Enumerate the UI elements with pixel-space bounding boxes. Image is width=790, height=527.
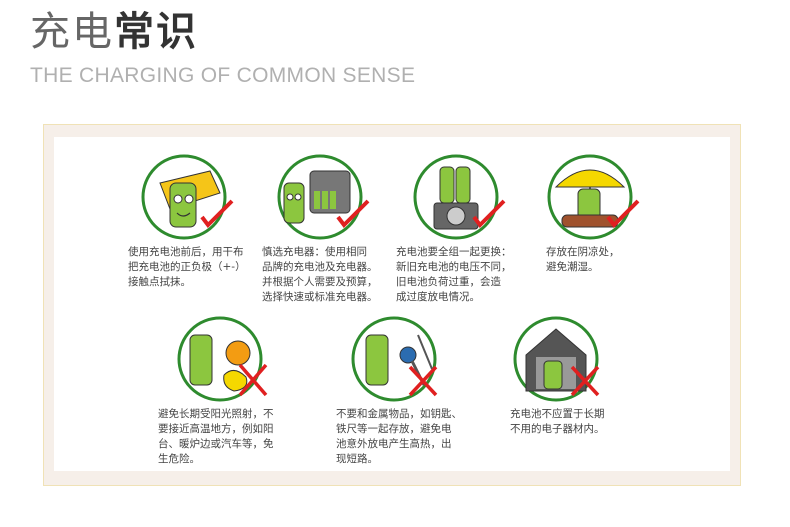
tip-text-idle: 充电池不应置于长期 不用的电子器材内。 [510,408,605,435]
tip-text-charger: 慎选充电器：使用相同 品牌的充电池及充电器。 并根据个人需要及预算， 选择快速或… [262,246,378,303]
battery-wipe-cloth-icon [141,154,234,240]
tip-text-keys: 不要和金属物品，如钥匙、 铁尺等一起存放，避免电 池意外放电产生高热，出 现短路… [336,408,462,465]
page-title: 充电常识 [30,8,198,56]
battery-metal-keys-icon [351,316,438,402]
title-bold: 常识 [114,9,198,55]
tips-inner: 使用充电池前后，用干布 把充电池的正负极（+-） 接触点拭抹。 慎选充电器：使用… [54,137,730,471]
tips-panel: 使用充电池前后，用干布 把充电池的正负极（+-） 接触点拭抹。 慎选充电器：使用… [43,124,741,486]
battery-replace-set-icon [413,154,506,240]
title-light: 充电 [30,9,114,55]
battery-idle-device-icon [513,316,600,402]
charger-selection-icon [277,154,370,240]
tip-text-umbrella: 存放在阴凉处， 避免潮湿。 [546,246,620,273]
battery-umbrella-shade-icon [547,154,640,240]
tip-text-wipe: 使用充电池前后，用干布 把充电池的正负极（+-） 接触点拭抹。 [128,246,246,288]
tip-text-replace: 充电池要全组一起更换： 新旧充电池的电压不同， 旧电池负荷过重，会造 成过度放电… [396,246,512,303]
page-subtitle: THE CHARGING OF COMMON SENSE [30,64,416,87]
tip-text-sun: 避免长期受阳光照射，不 要接近高温地方，例如阳 台、暖炉边或汽车等，免 生危险。 [158,408,274,465]
battery-sun-heat-icon [177,316,268,402]
